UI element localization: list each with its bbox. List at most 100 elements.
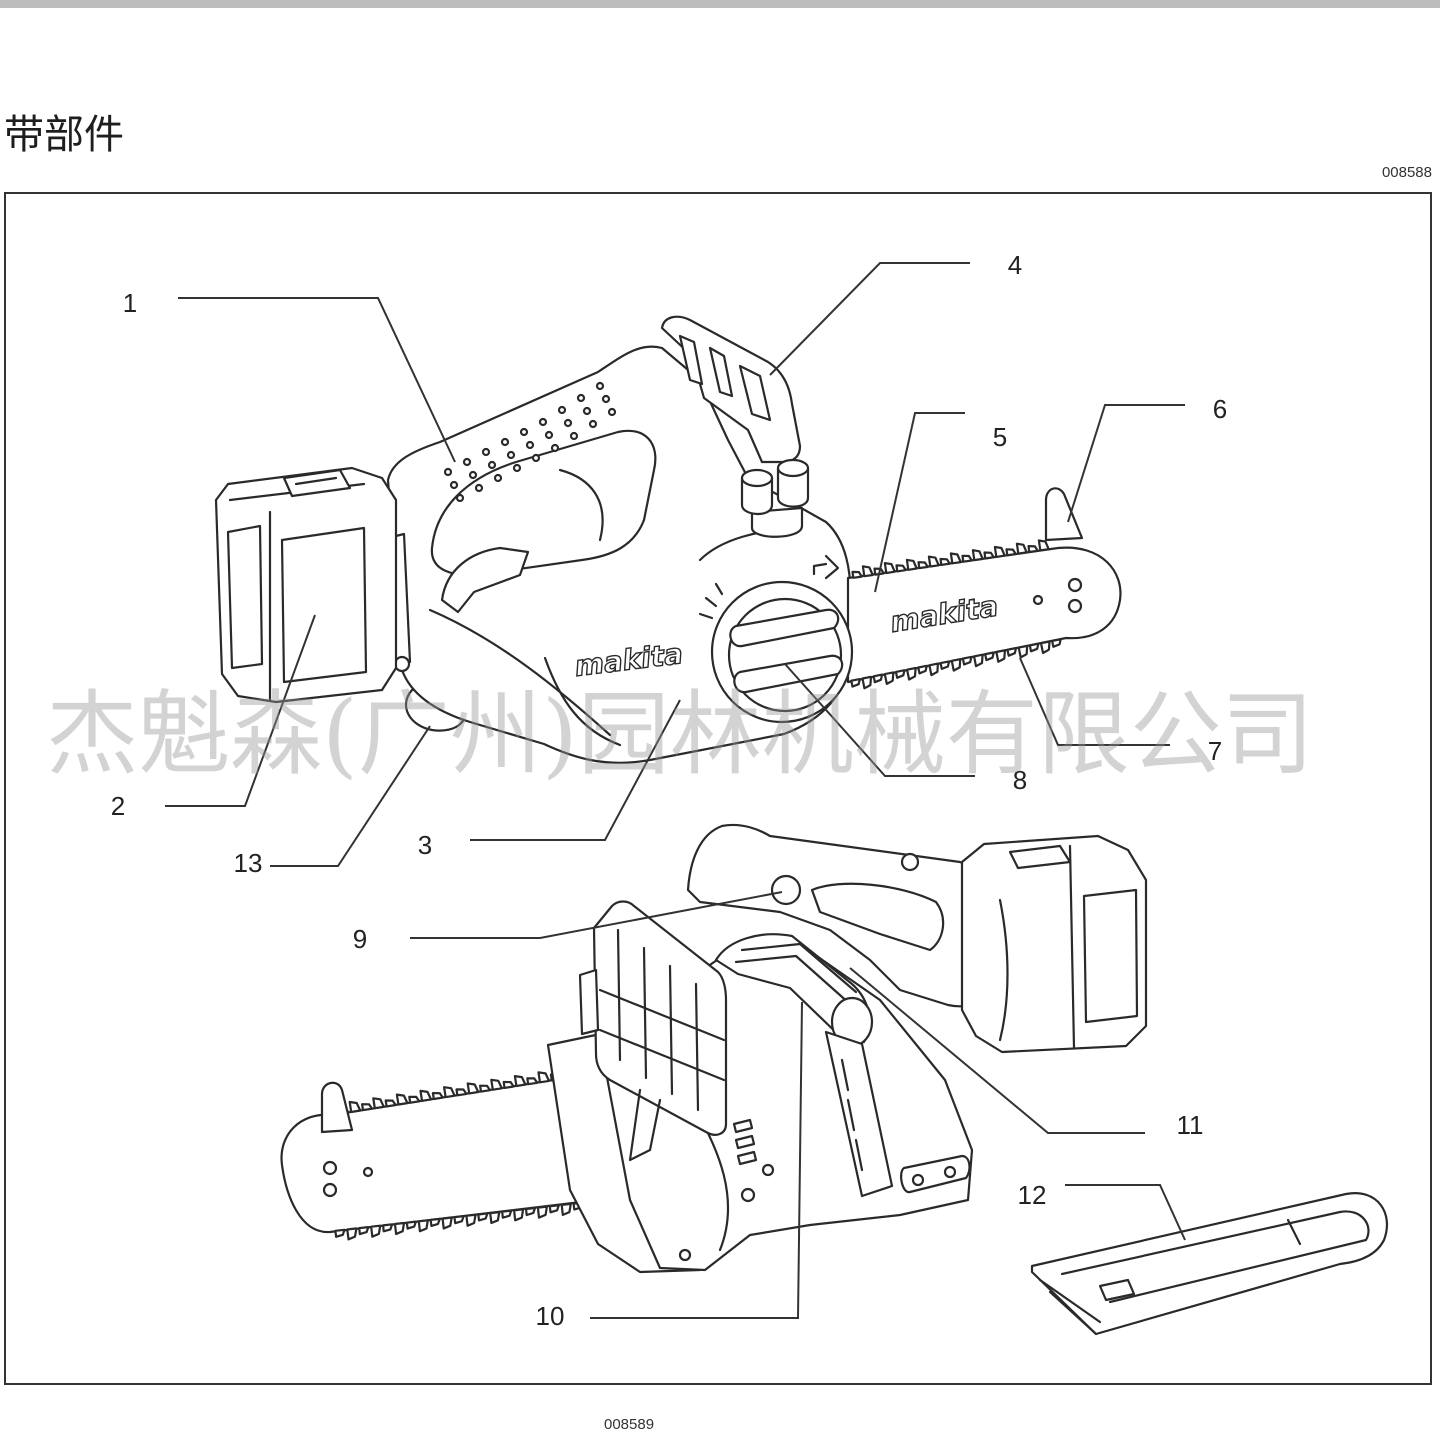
sprocket-cover <box>698 580 854 724</box>
chain-tooth <box>861 565 874 578</box>
grip-dot <box>569 431 579 441</box>
bar-hole <box>322 1160 338 1176</box>
saw-chain-top <box>850 539 1062 690</box>
handle-grip-dots <box>443 381 617 503</box>
chain-tooth <box>477 1212 489 1222</box>
chain-tooth <box>1039 640 1051 655</box>
chain-tooth <box>548 1204 560 1214</box>
chain-tooth <box>537 1071 551 1084</box>
chain-tooth <box>431 1092 444 1101</box>
chain-tooth <box>906 666 917 681</box>
bar-hole <box>1032 594 1044 606</box>
grip-dot <box>544 430 554 440</box>
chain-tooth <box>395 1093 409 1106</box>
bar-hole <box>362 1166 374 1178</box>
sprocket-nut-lever <box>729 608 840 648</box>
grip-dot <box>512 463 522 473</box>
nose-guard <box>1044 487 1084 542</box>
callout-9: 9 <box>353 924 367 954</box>
chain-tooth <box>453 1215 465 1225</box>
chain-tooth <box>939 660 951 670</box>
leader-line-12 <box>1065 1184 1186 1241</box>
callout-labels: 1 2 3 4 5 6 7 8 9 10 11 12 13 <box>111 250 1227 1331</box>
grip-dot <box>576 393 586 403</box>
chain-tooth <box>346 1227 358 1241</box>
chain-tension-window <box>900 1154 971 1194</box>
chain-tooth <box>895 564 907 573</box>
leader-line-7 <box>1019 657 1170 746</box>
grip-dot <box>563 418 573 428</box>
figure-code-top: 008588 <box>1381 164 1432 181</box>
front-hand-guard <box>660 315 802 464</box>
callout-13: 13 <box>234 848 263 878</box>
guide-bar: makita <box>846 546 1122 684</box>
chain-tooth <box>973 653 984 668</box>
grip-dot <box>455 493 465 503</box>
leader-line-1 <box>178 297 456 463</box>
chain-tooth <box>939 557 951 566</box>
chain-tooth <box>993 545 1006 558</box>
bar-hole <box>322 1182 338 1198</box>
chain-tooth <box>465 1213 477 1227</box>
page-title: 带部件 <box>4 112 124 158</box>
chain-tooth <box>1028 642 1040 653</box>
diagram-frame <box>4 192 1432 1385</box>
chain-tooth <box>883 562 896 575</box>
chain-tooth <box>513 1208 525 1222</box>
hand-guard-slot <box>678 334 704 386</box>
leader-line-13 <box>270 725 431 867</box>
callout-5: 5 <box>993 422 1007 452</box>
chain-tooth <box>1017 644 1029 659</box>
chain-tooth <box>917 561 929 570</box>
chainsaw-top-view: makita makita <box>214 315 1122 764</box>
leader-line-11 <box>849 967 1145 1134</box>
handle-inner-edge <box>558 468 604 542</box>
top-divider-bar <box>0 0 1440 8</box>
chain-tooth <box>949 552 962 565</box>
grip-dot <box>525 440 535 450</box>
leader-line-8 <box>784 663 975 777</box>
grip-dot <box>557 405 567 415</box>
guide-bar-cover <box>1030 1192 1389 1336</box>
battery-pack-bottom <box>960 834 1148 1054</box>
housing-screw <box>761 1163 775 1177</box>
battery-release-button <box>282 468 352 498</box>
chain-tooth <box>560 1202 572 1216</box>
grip-dot <box>519 427 529 437</box>
leader-line-5 <box>874 412 965 593</box>
chain-tooth <box>417 1219 429 1233</box>
chain-tooth <box>950 658 962 672</box>
top-handle-opening <box>810 882 945 952</box>
grip-dot <box>487 460 497 470</box>
chain-tooth <box>348 1100 362 1113</box>
chain-tooth <box>393 1221 406 1236</box>
chain-tooth <box>408 1095 421 1104</box>
chain-tooth <box>384 1099 397 1108</box>
chain-tooth <box>961 655 973 666</box>
grip-dot <box>595 381 605 391</box>
chain-tooth <box>429 1217 441 1227</box>
switch-trigger <box>440 546 530 614</box>
leader-line-9 <box>410 891 783 939</box>
sprocket-nut-lever <box>733 654 844 694</box>
grip-dot <box>601 394 611 404</box>
chain-tooth <box>1051 638 1062 648</box>
handle-hole <box>770 874 802 906</box>
chain-tooth <box>370 1224 382 1238</box>
chain-tooth <box>419 1089 433 1102</box>
chain-tooth <box>524 1206 537 1217</box>
battery-release-button <box>1008 844 1072 870</box>
saw-chain-bottom <box>334 1067 596 1241</box>
chain-tooth <box>382 1223 394 1233</box>
chain-tooth <box>358 1226 370 1236</box>
callout-10: 10 <box>536 1301 565 1331</box>
callout-3: 3 <box>418 830 432 860</box>
grip-dot <box>462 457 472 467</box>
latch-screw <box>393 655 411 673</box>
housing-screw <box>678 1248 692 1262</box>
chain-tooth <box>441 1216 453 1230</box>
chain-tooth <box>405 1220 417 1230</box>
grip-dot <box>607 407 617 417</box>
grip-dot <box>468 470 478 480</box>
